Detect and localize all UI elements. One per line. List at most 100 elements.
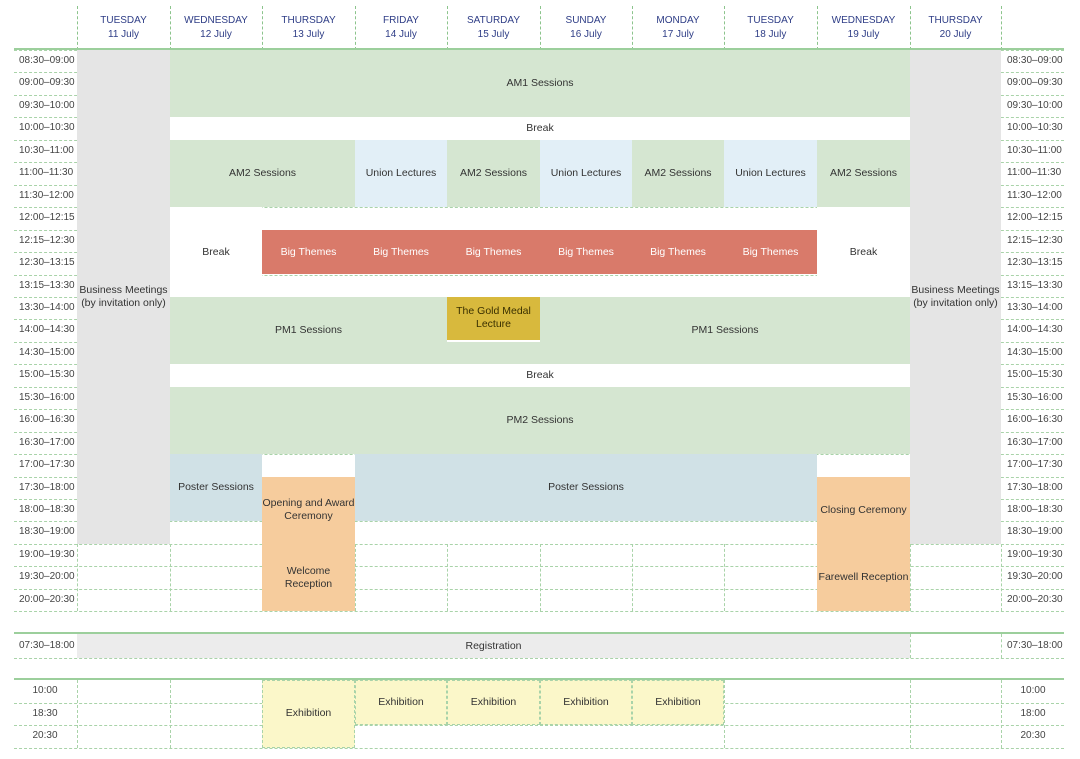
pm1-sessions-block-label: PM1 Sessions — [274, 324, 343, 337]
day-header-date: 18 July — [754, 29, 787, 40]
time-label-right: 10:00–10:30 — [1007, 122, 1063, 134]
time-label-left: 08:30–09:00 — [19, 55, 75, 66]
pm2-sessions-block-label: PM2 Sessions — [506, 413, 574, 426]
time-label-right: 17:00–17:30 — [1007, 459, 1063, 471]
big-themes-block: Big Themes — [355, 229, 447, 275]
poster-sessions-block: Poster Sessions — [170, 454, 262, 522]
row-line — [14, 274, 1064, 276]
exhibition-time-left: 20:30 — [32, 730, 58, 741]
time-label-left: 19:00–19:30 — [19, 548, 75, 560]
time-label-left: 16:30–17:00 — [19, 436, 75, 448]
am2-sessions-block-label: AM2 Sessions — [228, 166, 297, 179]
union-lectures-block: Union Lectures — [724, 139, 817, 208]
evening-separator — [724, 543, 725, 612]
exhibition-separator — [724, 680, 725, 748]
time-label-left: 15:30–16:00 — [19, 391, 75, 403]
exhibition-time-right: 20:30 — [1020, 730, 1046, 741]
lunch-break-block-label: Break — [849, 245, 878, 258]
time-label-left: 10:00–10:30 — [19, 122, 75, 134]
exhibition-time-right: 10:00 — [1020, 685, 1046, 696]
am2-sessions-block: AM2 Sessions — [817, 139, 910, 208]
business-meetings-block-tue-label: Business Meetings (by invitation only) — [79, 283, 168, 309]
evening-separator — [77, 543, 78, 612]
exhibition-separator — [910, 680, 911, 748]
day-header-date: 11 July — [108, 29, 139, 40]
am2-sessions-block-label: AM2 Sessions — [644, 166, 712, 179]
time-label-right: 16:30–17:00 — [1007, 436, 1063, 448]
break-block-1500: Break — [170, 364, 910, 387]
registration-separator — [1001, 634, 1002, 658]
time-label-right: 15:30–16:00 — [1007, 391, 1063, 403]
time-label-right: 11:00–11:30 — [1007, 167, 1062, 179]
time-label-left: 09:00–09:30 — [19, 77, 75, 89]
day-header-weekday: THURSDAY — [928, 15, 983, 26]
registration-time-left: 07:30–18:00 — [19, 640, 75, 651]
registration-time-right: 07:30–18:00 — [1007, 640, 1063, 651]
pm2-sessions-block: PM2 Sessions — [170, 386, 910, 455]
time-label-left: 17:30–18:00 — [19, 481, 75, 493]
time-label-right: 09:00–09:30 — [1007, 77, 1063, 89]
row-line — [14, 207, 1064, 209]
break-block-1000: Break — [170, 117, 910, 140]
header-separator — [355, 6, 356, 50]
row-line — [14, 588, 1064, 590]
closing-ceremony-block: Closing Ceremony — [817, 476, 910, 544]
time-label-right: 18:30–19:00 — [1007, 526, 1063, 538]
exhibition-row-line — [14, 747, 1064, 749]
evening-separator — [540, 543, 541, 612]
time-label-right: 12:15–12:30 — [1007, 234, 1063, 246]
welcome-reception-block: Welcome Reception — [262, 543, 355, 612]
time-label-left: 19:30–20:00 — [19, 571, 75, 583]
break-block-1500-label: Break — [526, 369, 554, 382]
pm1-sessions-block: PM1 Sessions — [170, 296, 447, 365]
am2-sessions-block: AM2 Sessions — [447, 139, 540, 208]
header-separator — [262, 6, 263, 50]
big-themes-block: Big Themes — [724, 229, 817, 275]
header-separator — [1001, 6, 1002, 50]
big-themes-block-label: Big Themes — [650, 245, 706, 258]
big-themes-block: Big Themes — [540, 229, 632, 275]
row-line — [14, 543, 1064, 545]
exhibition-time-left: 10:00 — [32, 685, 58, 696]
header-separator — [724, 6, 725, 50]
exhibition-block: Exhibition — [355, 680, 447, 725]
big-themes-block: Big Themes — [447, 229, 540, 275]
business-meetings-block-thu: Business Meetings (by invitation only) — [910, 50, 1001, 544]
time-label-left: 12:30–13:15 — [19, 257, 75, 269]
time-label-left: 11:30–12:00 — [19, 189, 74, 201]
exhibition-time-left: 18:30 — [32, 707, 58, 719]
am2-sessions-block-label: AM2 Sessions — [459, 166, 528, 179]
business-meetings-block-tue: Business Meetings (by invitation only) — [77, 50, 170, 544]
time-label-right: 11:30–12:00 — [1007, 189, 1062, 201]
am2-sessions-block: AM2 Sessions — [632, 139, 724, 208]
exhibition-separator — [1001, 680, 1002, 748]
time-label-right: 19:30–20:00 — [1007, 571, 1063, 583]
opening-ceremony-block: Opening and Award Ceremony — [262, 476, 355, 544]
time-label-right: 19:00–19:30 — [1007, 548, 1063, 560]
row-line — [14, 611, 1064, 613]
header-separator — [170, 6, 171, 50]
time-label-right: 13:30–14:00 — [1007, 301, 1063, 313]
registration-separator — [910, 634, 911, 658]
time-label-left: 13:30–14:00 — [19, 301, 75, 313]
time-label-right: 14:00–14:30 — [1007, 324, 1063, 336]
evening-separator — [355, 543, 356, 612]
exhibition-block: Exhibition — [632, 680, 724, 725]
pm1-sessions-block: PM1 Sessions — [540, 296, 910, 365]
registration-top-line — [14, 632, 1064, 634]
lunch-break-block: Break — [817, 207, 910, 297]
header-separator — [910, 6, 911, 50]
day-header-weekday: MONDAY — [656, 15, 700, 26]
time-label-right: 08:30–09:00 — [1007, 55, 1063, 66]
time-label-right: 12:30–13:15 — [1007, 257, 1063, 269]
day-header-date: 15 July — [477, 29, 510, 40]
union-lectures-block: Union Lectures — [355, 139, 447, 208]
day-header-date: 19 July — [847, 29, 880, 40]
time-label-right: 18:00–18:30 — [1007, 504, 1063, 515]
day-header-weekday: THURSDAY — [281, 15, 336, 26]
